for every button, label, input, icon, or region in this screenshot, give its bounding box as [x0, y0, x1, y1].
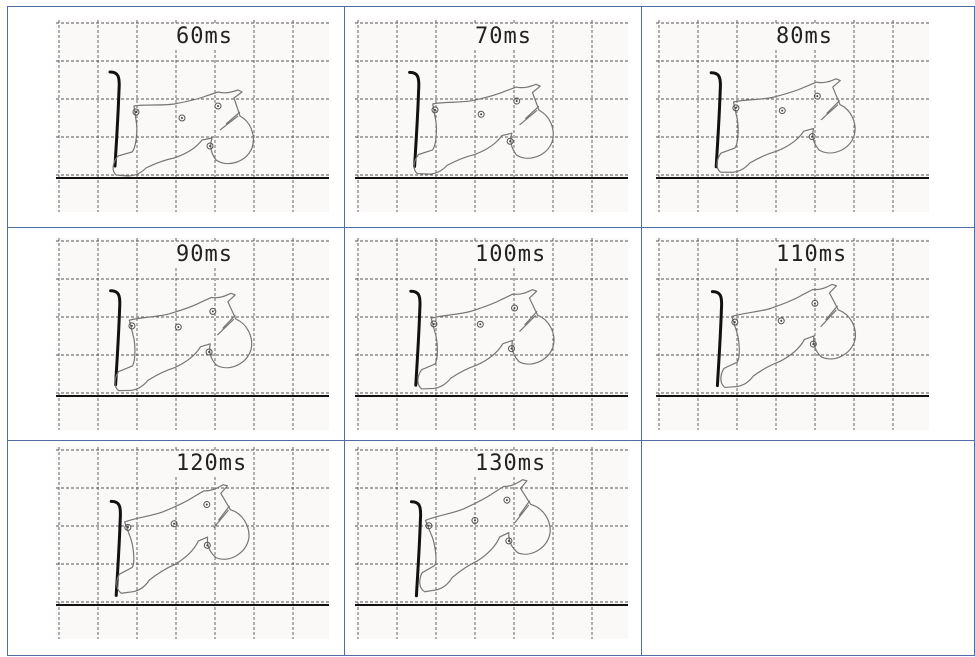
dummy-outline — [716, 78, 856, 173]
marker-dot — [731, 318, 739, 326]
marker-dot — [471, 516, 479, 524]
marker-dot — [206, 142, 214, 150]
dummy-figure-icon — [656, 238, 929, 430]
table-row-divider-2 — [7, 440, 975, 441]
table-border-top — [7, 6, 975, 7]
marker-dot — [811, 299, 819, 307]
dashed-grid — [56, 20, 329, 212]
dashed-grid — [355, 447, 628, 639]
dummy-figure-icon — [56, 238, 329, 430]
marker-dot — [511, 304, 519, 312]
dummy-figure-icon — [56, 447, 329, 639]
frame-panel-6: 110ms — [656, 238, 929, 430]
marker-dot — [170, 520, 178, 528]
frame-panel-4: 90ms — [56, 238, 329, 430]
seat-backrest-icon — [709, 71, 722, 169]
seat-backrest-icon — [710, 290, 724, 388]
frame-panel-7: 120ms — [56, 447, 329, 639]
marker-dot — [813, 92, 821, 100]
seat-backrest-icon — [409, 289, 422, 387]
marker-dot — [203, 501, 211, 509]
marker-dot — [178, 114, 186, 122]
marker-dot — [732, 104, 740, 112]
table-divider-2 — [641, 6, 642, 656]
marker-dot — [214, 102, 222, 110]
marker-dot — [513, 97, 521, 105]
dummy-outline — [419, 479, 551, 593]
dummy-figure-icon — [355, 238, 628, 430]
marker-dot — [209, 307, 217, 315]
frame-panel-8: 130ms — [355, 447, 628, 639]
time-label: 110ms — [774, 242, 850, 268]
marker-dot — [430, 320, 438, 328]
seat-backrest-icon — [408, 70, 421, 168]
time-label: 90ms — [174, 242, 235, 268]
marker-dot — [128, 322, 136, 330]
marker-dot — [505, 537, 513, 545]
seat-backrest-icon — [109, 499, 122, 597]
time-label: 70ms — [473, 24, 534, 50]
time-label: 130ms — [473, 451, 549, 477]
frame-panel-1: 60ms — [56, 20, 329, 212]
marker-dot — [132, 108, 140, 116]
marker-dot — [809, 340, 817, 348]
dummy-figure-icon — [656, 20, 929, 212]
time-label: 60ms — [174, 24, 235, 50]
time-label: 100ms — [473, 242, 549, 268]
marker-dot — [124, 523, 132, 531]
dashed-grid — [355, 20, 628, 212]
marker-dot — [777, 317, 785, 325]
dummy-outline — [112, 89, 254, 177]
marker-dot — [477, 110, 485, 118]
dummy-outline — [720, 283, 857, 389]
frame-panel-2: 70ms — [355, 20, 628, 212]
table-row-divider-1 — [7, 227, 975, 228]
marker-dot — [808, 133, 816, 141]
seat-backrest-icon — [109, 289, 122, 387]
dummy-figure-icon — [56, 20, 329, 212]
frame-panel-5: 100ms — [355, 238, 628, 430]
table-border-bottom — [7, 655, 975, 656]
table-border-left — [7, 6, 8, 656]
time-label: 120ms — [174, 451, 250, 477]
marker-dot — [778, 107, 786, 115]
marker-dot — [174, 323, 182, 331]
dashed-grid — [56, 238, 329, 430]
dashed-grid — [656, 238, 929, 430]
dashed-grid — [56, 447, 329, 639]
dummy-figure-icon — [355, 447, 628, 639]
dummy-figure-icon — [355, 20, 628, 212]
dummy-outline — [413, 83, 554, 175]
time-label: 80ms — [774, 24, 835, 50]
table-divider-1 — [344, 6, 345, 656]
marker-dot — [507, 345, 515, 353]
dummy-outline — [417, 289, 555, 390]
seat-backrest-icon — [108, 70, 121, 168]
dummy-outline — [114, 292, 253, 392]
marker-dot — [506, 137, 514, 145]
seat-backrest-icon — [409, 500, 423, 598]
marker-dot — [425, 522, 433, 530]
marker-dot — [431, 106, 439, 114]
dummy-outline — [116, 484, 250, 594]
marker-dot — [205, 348, 213, 356]
marker-dot — [503, 496, 511, 504]
marker-dot — [203, 541, 211, 549]
marker-dot — [476, 320, 484, 328]
frame-panel-3: 80ms — [656, 20, 929, 212]
